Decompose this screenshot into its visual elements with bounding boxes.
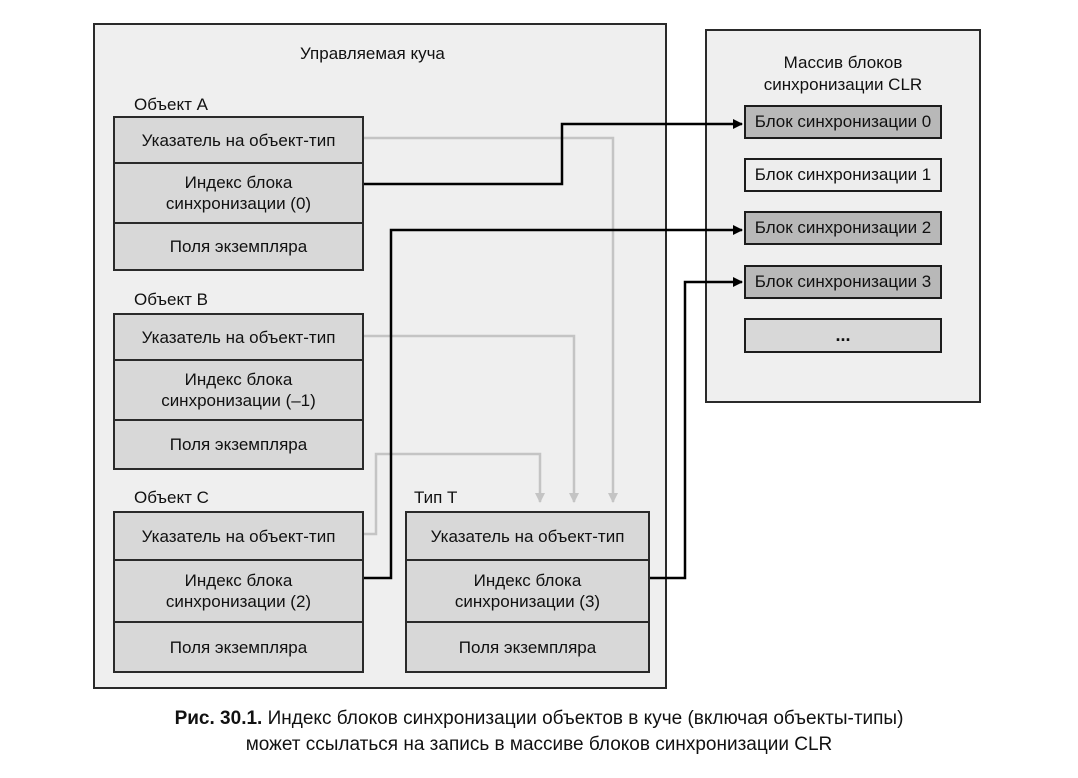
sync-block-3: Блок синхронизации 3 xyxy=(744,265,942,299)
object-a: Указатель на объект-тип Индекс блока син… xyxy=(113,116,364,271)
type-t-fields: Поля экземпляра xyxy=(458,637,597,657)
object-b-sync-index: Индекс блока синхронизации (–1) xyxy=(115,359,362,421)
object-b-fields: Поля экземпляра xyxy=(169,435,308,454)
object-b-sync-index-line1: Индекс блока xyxy=(184,370,293,389)
type-t-label: Тип T xyxy=(414,488,458,507)
caption-text-line2: может ссылаться на запись в массиве блок… xyxy=(245,734,833,755)
object-a-fields: Поля экземпляра xyxy=(169,237,308,256)
object-a-type-pointer: Указатель на объект-тип xyxy=(141,130,336,150)
object-c-sync-index-line2: синхронизации (2) xyxy=(165,592,312,611)
type-t-sync-index-line2: синхронизации (3) xyxy=(454,592,601,611)
figure-caption: Рис. 30.1. Индекс блоков синхронизации о… xyxy=(0,706,1078,758)
object-c-sync-index: Индекс блока синхронизации (2) xyxy=(115,559,362,623)
managed-heap-title: Управляемая куча xyxy=(300,44,445,63)
type-pointer-arrow-b xyxy=(364,334,579,503)
sync-block-array-title-line2: синхронизации CLR xyxy=(763,75,923,94)
sync-block-more: ... xyxy=(744,318,942,353)
object-c-label: Объект C xyxy=(134,488,209,507)
object-c-type-pointer: Указатель на объект-тип xyxy=(141,526,336,546)
caption-label: Рис. 30.1. xyxy=(174,708,263,729)
type-t-sync-index-line1: Индекс блока xyxy=(473,571,582,590)
sync-block-0: Блок синхронизации 0 xyxy=(744,105,942,139)
object-c-fields: Поля экземпляра xyxy=(169,637,308,657)
object-b: Указатель на объект-тип Индекс блока син… xyxy=(113,313,364,470)
object-a-sync-index-line1: Индекс блока xyxy=(184,173,293,192)
object-c: Указатель на объект-тип Индекс блока син… xyxy=(113,511,364,673)
sync-index-arrow-a xyxy=(364,119,743,186)
object-b-type-pointer: Указатель на объект-тип xyxy=(141,327,336,347)
sync-block-array-title-line1: Массив блоков xyxy=(783,53,903,72)
sync-index-arrow-c xyxy=(364,225,743,580)
type-t-type-pointer: Указатель на объект-тип xyxy=(430,526,625,546)
caption-line1: Рис. 30.1. Индекс блоков синхронизации о… xyxy=(0,706,1078,732)
sync-index-arrow-t xyxy=(650,277,743,580)
type-pointer-arrow-c xyxy=(364,452,545,536)
caption-text-line1: Индекс блоков синхронизации объектов в к… xyxy=(267,708,904,729)
object-b-sync-index-line2: синхронизации (–1) xyxy=(161,391,316,410)
object-a-sync-index-line2: синхронизации (0) xyxy=(165,194,312,213)
object-a-label: Объект A xyxy=(134,95,208,114)
type-t-sync-index: Индекс блока синхронизации (3) xyxy=(407,559,648,623)
sync-block-2: Блок синхронизации 2 xyxy=(744,211,942,245)
object-a-sync-index: Индекс блока синхронизации (0) xyxy=(115,162,362,224)
object-c-sync-index-line1: Индекс блока xyxy=(184,571,293,590)
type-pointer-arrow-a xyxy=(364,136,618,503)
sync-block-array-title: Массив блоков синхронизации CLR xyxy=(705,52,981,96)
sync-block-1: Блок синхронизации 1 xyxy=(744,158,942,192)
type-t-object: Указатель на объект-тип Индекс блока син… xyxy=(405,511,650,673)
object-b-label: Объект B xyxy=(134,290,208,309)
